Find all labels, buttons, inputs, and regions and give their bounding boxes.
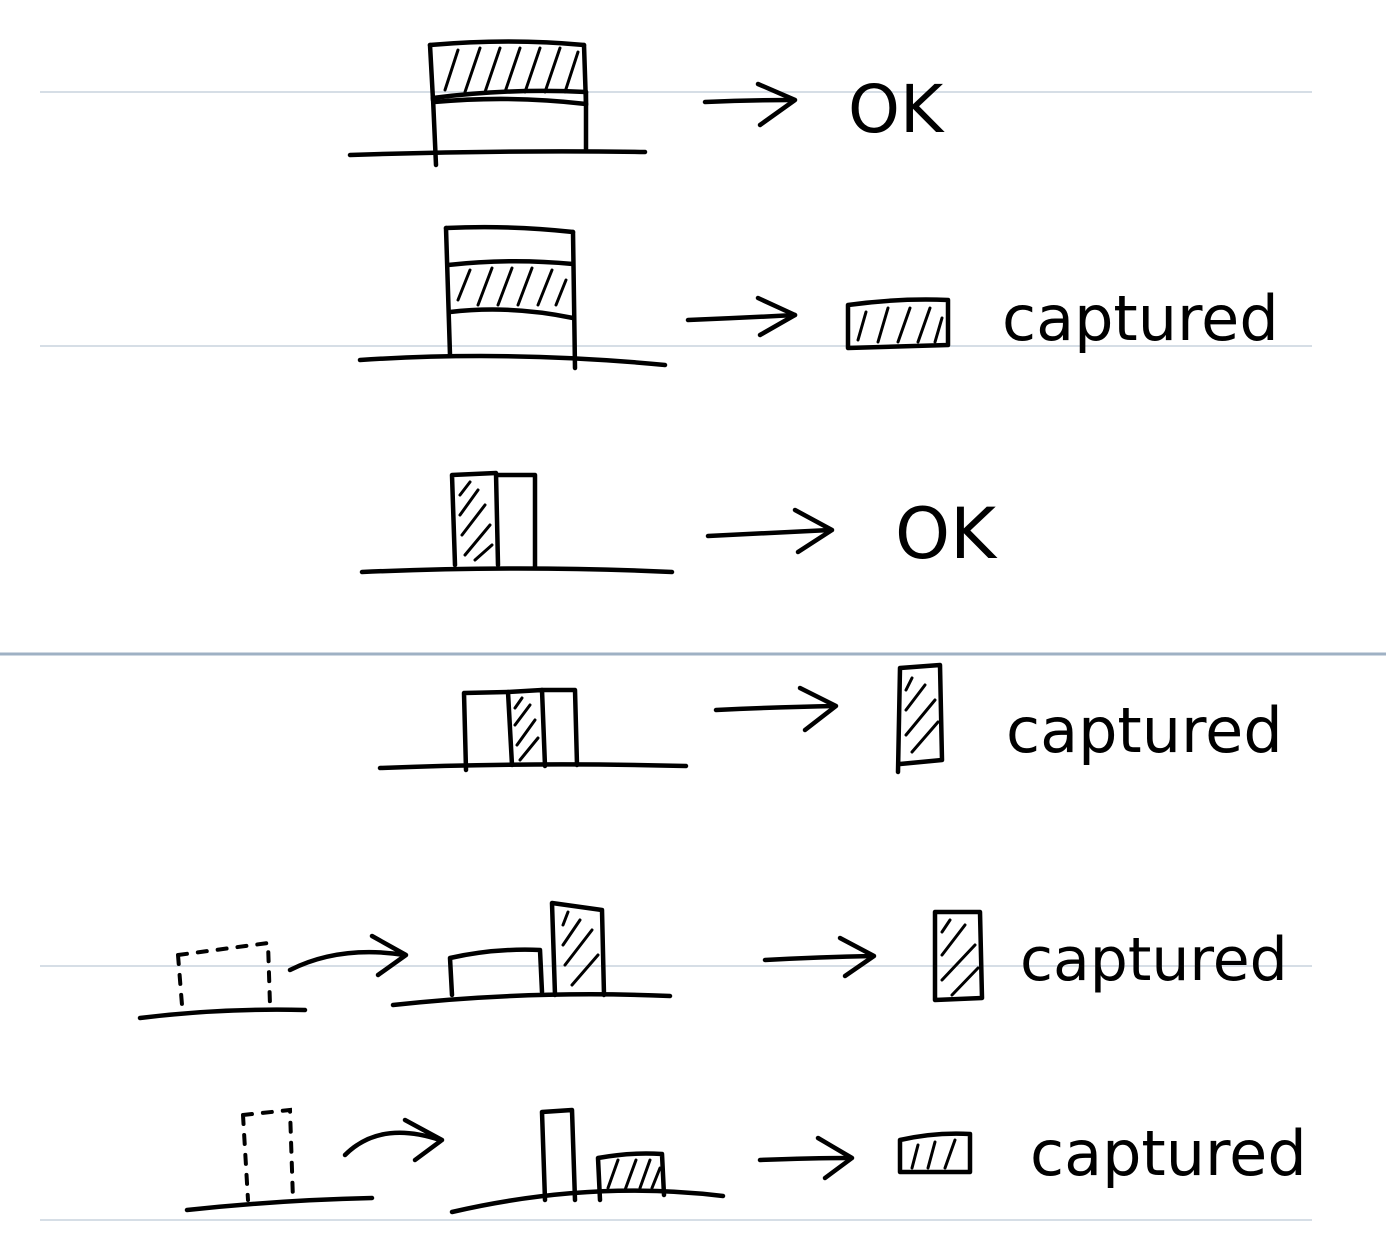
captured-piece — [845, 297, 951, 351]
arrow — [702, 81, 798, 128]
row-2-stack — [357, 224, 668, 371]
result-label: captured — [1006, 694, 1283, 767]
arrow — [757, 1135, 855, 1181]
captured-piece — [932, 909, 985, 1003]
row-5: captured — [137, 900, 1288, 1021]
result-label: OK — [848, 71, 945, 148]
arrow — [713, 685, 839, 733]
result-label: captured — [1030, 1117, 1307, 1190]
row-2: captured — [357, 224, 1279, 371]
row-4: captured — [377, 662, 1283, 775]
result-label: OK — [895, 493, 998, 575]
row-6-move-source — [184, 1107, 375, 1213]
row-5-move-source — [137, 940, 308, 1021]
row-5-stack — [390, 900, 673, 1008]
arrow — [685, 295, 798, 338]
captured-piece — [895, 662, 945, 775]
row-3-stack — [359, 470, 675, 575]
result-label: captured — [1020, 925, 1288, 995]
row-6: captured — [184, 1107, 1307, 1215]
arrow — [762, 935, 877, 979]
row-4-stack — [377, 687, 689, 773]
row-3: OK — [359, 470, 998, 575]
captured-piece — [897, 1131, 973, 1175]
row-1: OK — [347, 39, 945, 168]
move-arrow — [342, 1117, 445, 1163]
arrow — [705, 507, 835, 555]
row-6-stack — [449, 1107, 726, 1215]
row-1-stack — [347, 39, 648, 168]
result-label: captured — [1002, 282, 1279, 355]
move-arrow — [287, 933, 409, 978]
